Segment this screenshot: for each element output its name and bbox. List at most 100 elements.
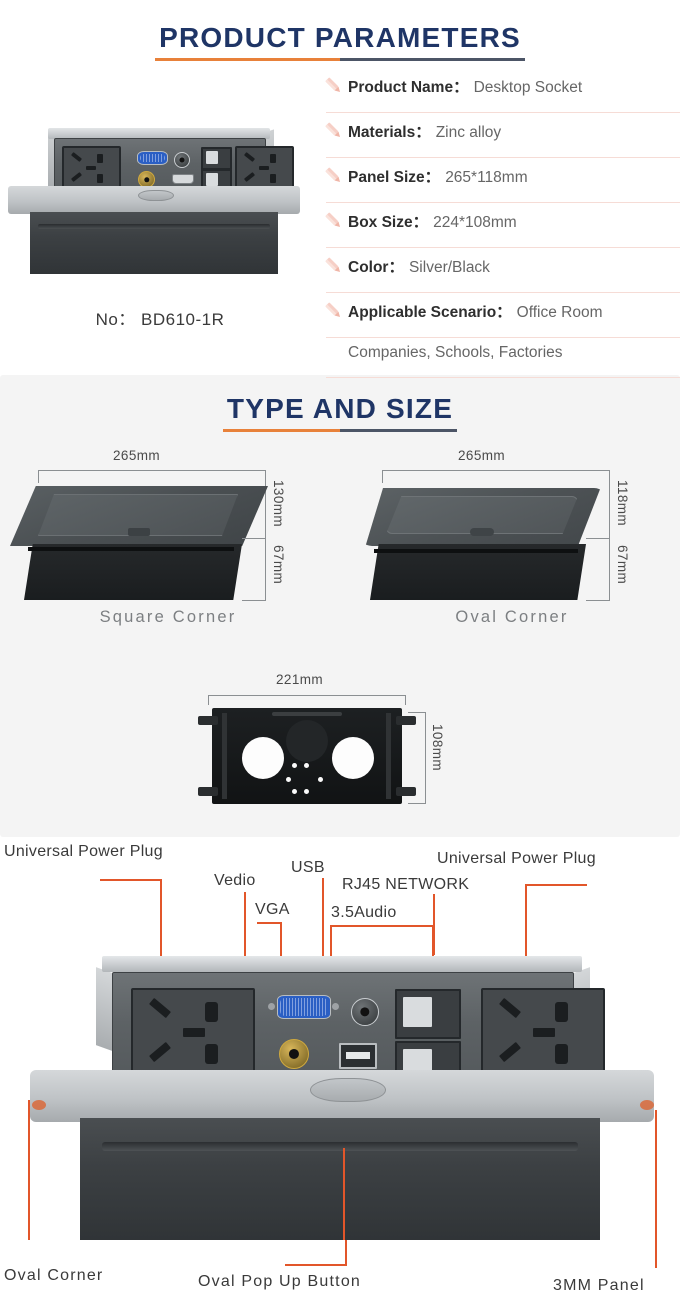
oval-body	[370, 544, 586, 600]
row-divider	[326, 112, 680, 113]
product-photo-main	[18, 952, 666, 1242]
socket-body	[30, 212, 278, 274]
callout-usb: USB	[291, 859, 325, 876]
type-size-title-text: TYPE AND SIZE	[226, 393, 454, 424]
row-divider	[326, 157, 680, 158]
type-size-heading: TYPE AND SIZE	[0, 393, 680, 432]
parameter-row: Applicable Scenario：Office Room	[318, 293, 680, 338]
dim-tick-left	[382, 470, 383, 483]
title-underline	[155, 58, 525, 61]
box-height-label: 108mm	[430, 724, 445, 772]
leader-line-audio-h	[330, 925, 365, 927]
oval-body-slot	[374, 549, 578, 553]
leader-line-power-left-h	[100, 879, 162, 881]
interface-panel	[112, 972, 605, 1091]
parameter-row: Color：Silver/Black	[318, 248, 680, 293]
oval-lid-seam	[386, 496, 578, 534]
parameter-text: Applicable Scenario：Office Room	[348, 304, 603, 321]
dim-tick-height	[425, 712, 426, 804]
callout-audio: 3.5Audio	[331, 904, 397, 921]
audio-jack	[351, 998, 379, 1026]
square-pop-button	[128, 528, 150, 536]
power-outlet-left	[62, 146, 121, 192]
pop-up-button-top	[138, 190, 174, 201]
leader-line-power-right-h	[525, 884, 587, 886]
dim-tick-right	[609, 470, 610, 538]
screw-dot	[304, 763, 309, 768]
oval-width-label: 265mm	[458, 448, 506, 463]
dim-tick-right-lower	[265, 538, 266, 600]
dim-line-bottom	[242, 600, 266, 601]
dim-tick-left	[38, 470, 39, 483]
body-groove	[102, 1142, 578, 1151]
parameter-text: Color：Silver/Black	[348, 259, 490, 276]
screw-dot	[304, 789, 309, 794]
parameter-row: Product Name：Desktop Socket	[318, 68, 680, 113]
rj45-port-top	[201, 147, 232, 170]
center-knockout	[286, 720, 328, 762]
square-body-slot	[28, 547, 234, 551]
screw-dot	[292, 763, 297, 768]
rail-right	[386, 713, 391, 799]
dim-line-top	[382, 470, 610, 471]
pencil-icon	[325, 257, 341, 273]
parameter-text-continued: Companies, Schools, Factories	[348, 344, 563, 361]
pencil-icon	[325, 122, 341, 138]
parameter-row: Panel Size：265*118mm	[318, 158, 680, 203]
parameter-text: Product Name：Desktop Socket	[348, 79, 583, 96]
callout-vedio: Vedio	[214, 872, 256, 889]
oval-body-height-label: 67mm	[615, 545, 630, 585]
leader-line-vedio-v	[244, 892, 246, 1017]
screw-dot	[292, 789, 297, 794]
dim-tick-right	[265, 470, 266, 538]
lid-top-bar	[102, 956, 582, 972]
leader-line-vga-h	[257, 922, 281, 924]
parameter-row: Materials：Zinc alloy	[318, 113, 680, 158]
mount-ear-tr	[396, 716, 416, 725]
leader-line-audio-v2	[432, 925, 434, 985]
dim-line-bottom	[586, 600, 610, 601]
callout-universal-power-plug-left: Universal Power Plug	[4, 843, 163, 860]
top-rim	[48, 128, 270, 139]
mounting-box-diagram: 221mm 108mm	[180, 672, 500, 832]
hdmi-port	[172, 174, 194, 184]
mount-ear-bl	[198, 787, 218, 796]
leader-line-power-right-v	[525, 884, 527, 989]
power-outlet-right	[481, 988, 605, 1077]
audio-jack	[174, 152, 190, 168]
model-number: No： BD610-1R	[95, 310, 225, 329]
leader-line-power-left-v	[160, 879, 162, 996]
square-body-height-label: 67mm	[271, 545, 286, 585]
mount-ear-tl	[198, 716, 218, 725]
callout-3mm-panel: 3MM Panel	[553, 1277, 645, 1294]
leader-line-oval-corner	[28, 1100, 30, 1240]
parameter-text: Panel Size：265*118mm	[348, 169, 528, 186]
parameter-text: Materials：Zinc alloy	[348, 124, 502, 141]
row-divider	[326, 337, 680, 338]
power-outlet-left	[131, 988, 255, 1077]
corner-accent-left	[32, 1100, 46, 1110]
pencil-icon	[325, 212, 341, 228]
dim-line-mid	[242, 538, 266, 539]
parameter-list: Product Name：Desktop Socket Materials：Zi…	[318, 68, 680, 378]
cable-hole-left	[242, 737, 284, 779]
dim-line-h-bottom	[408, 803, 426, 804]
product-photo-top	[8, 128, 300, 278]
rj45-port-top	[395, 989, 461, 1039]
parameter-text: Box Size：224*108mm	[348, 214, 517, 231]
title-underline	[222, 429, 458, 432]
screw-dot	[318, 777, 323, 782]
socket-body	[80, 1118, 600, 1240]
usb-port	[339, 1043, 377, 1069]
parameter-row: Box Size：224*108mm	[318, 203, 680, 248]
pencil-icon	[325, 167, 341, 183]
leader-line-rj45-v	[433, 894, 435, 955]
pencil-icon	[325, 302, 341, 318]
leader-line-pop-button-v	[343, 1148, 345, 1240]
product-parameters-title-text: PRODUCT PARAMETERS	[159, 22, 521, 53]
corner-accent-right	[640, 1100, 654, 1110]
square-width-label: 265mm	[113, 448, 161, 463]
row-divider	[326, 202, 680, 203]
cable-hole-right	[332, 737, 374, 779]
vga-port	[137, 151, 168, 165]
